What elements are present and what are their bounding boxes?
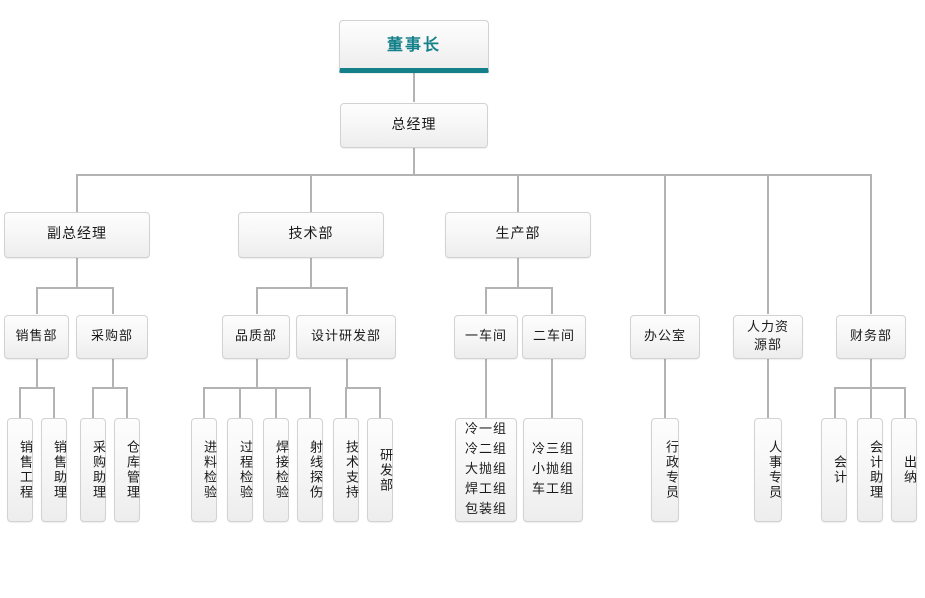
connector-design-rd-dept-down: [346, 359, 348, 388]
connector-chairman-gm: [413, 73, 415, 102]
group-label: 小抛组: [531, 461, 574, 477]
node-hr-dept-label-line1: 人力资: [746, 320, 789, 336]
node-accountant[interactable]: 会计: [821, 418, 847, 522]
connector-quality-dept-down: [256, 359, 258, 388]
connector-purchasing-dept-down: [112, 359, 114, 388]
connector-workshop-1-down: [485, 359, 487, 418]
node-workshop-2[interactable]: 二车间: [522, 315, 586, 359]
connector-deputy-gm-bus: [36, 287, 114, 289]
node-sales-assistant[interactable]: 销售助理: [41, 418, 67, 522]
connector-drop-purchasing-assistant: [92, 387, 94, 418]
group-label: 车工组: [531, 482, 574, 498]
connector-tech-dept-down: [310, 258, 312, 288]
node-chairman[interactable]: 董事长: [339, 20, 489, 73]
group-label: 大抛组: [464, 461, 507, 477]
connector-sales-dept-down: [36, 359, 38, 388]
connector-drop-rd-section: [379, 387, 381, 418]
group-label: 冷三组: [531, 441, 574, 457]
node-production-dept[interactable]: 生产部: [445, 212, 591, 258]
node-accounting-assistant[interactable]: 会计助理: [857, 418, 883, 522]
connector-office-down: [664, 359, 666, 418]
node-sales-dept[interactable]: 销售部: [4, 315, 69, 359]
node-sales-engineer[interactable]: 销售工程: [7, 418, 33, 522]
connector-drop-incoming-inspection: [203, 387, 205, 418]
connector-drop-deputy-gm: [76, 174, 78, 212]
node-welding-inspection[interactable]: 焊接检验: [263, 418, 289, 522]
connector-finance-dept-down: [870, 359, 872, 388]
connector-drop-workshop-1: [485, 287, 487, 314]
node-hr-dept[interactable]: 人力资 源部: [733, 315, 803, 359]
connector-drop-tech-support: [345, 387, 347, 418]
connector-production-dept-bus: [485, 287, 553, 289]
connector-purchasing-dept-bus: [92, 387, 128, 389]
node-tech-dept[interactable]: 技术部: [238, 212, 384, 258]
node-office[interactable]: 办公室: [630, 315, 700, 359]
connector-drop-radiographic-testing: [309, 387, 311, 418]
connector-drop-welding-inspection: [275, 387, 277, 418]
node-purchasing-dept[interactable]: 采购部: [76, 315, 148, 359]
connector-drop-accounting-assistant: [870, 387, 872, 418]
connector-drop-office: [664, 174, 666, 314]
connector-drop-purchasing-dept: [112, 287, 114, 314]
node-rd-section[interactable]: 研发部: [367, 418, 393, 522]
connector-drop-tech-dept: [310, 174, 312, 212]
connector-drop-finance-dept: [870, 174, 872, 314]
connector-drop-cashier: [904, 387, 906, 418]
node-warehouse-management[interactable]: 仓库管理: [114, 418, 140, 522]
node-deputy-gm[interactable]: 副总经理: [4, 212, 150, 258]
connector-drop-warehouse-management: [126, 387, 128, 418]
connector-deputy-gm-down: [76, 258, 78, 288]
group-label: 冷二组: [464, 441, 507, 457]
group-label: 焊工组: [464, 482, 507, 498]
connector-workshop-2-down: [551, 359, 553, 418]
connector-hr-dept-down: [767, 359, 769, 418]
group-label: 包装组: [464, 502, 507, 518]
node-general-manager[interactable]: 总经理: [340, 103, 488, 148]
node-incoming-inspection[interactable]: 进料检验: [191, 418, 217, 522]
node-purchasing-assistant[interactable]: 采购助理: [80, 418, 106, 522]
connector-sales-dept-bus: [19, 387, 55, 389]
node-workshop-1-groups[interactable]: 冷一组冷二组大抛组焊工组包装组: [455, 418, 517, 522]
connector-main-bus: [76, 174, 872, 176]
node-workshop-2-groups[interactable]: 冷三组小抛组车工组: [523, 418, 583, 522]
connector-drop-accountant: [834, 387, 836, 418]
connector-drop-quality-dept: [256, 287, 258, 314]
node-tech-support[interactable]: 技术支持: [333, 418, 359, 522]
connector-drop-production-dept: [517, 174, 519, 212]
connector-design-rd-dept-bus: [345, 387, 381, 389]
node-admin-specialist[interactable]: 行政专员: [651, 418, 679, 522]
connector-drop-sales-engineer: [19, 387, 21, 418]
node-workshop-1[interactable]: 一车间: [454, 315, 518, 359]
connector-gm-down: [413, 148, 415, 175]
connector-drop-sales-assistant: [53, 387, 55, 418]
connector-drop-design-rd-dept: [346, 287, 348, 314]
node-design-rd-dept[interactable]: 设计研发部: [296, 315, 396, 359]
node-process-inspection[interactable]: 过程检验: [227, 418, 253, 522]
node-hr-dept-label-line2: 源部: [753, 338, 782, 353]
connector-tech-dept-bus: [256, 287, 348, 289]
connector-production-dept-down: [517, 258, 519, 288]
connector-drop-process-inspection: [239, 387, 241, 418]
connector-drop-hr-dept: [767, 174, 769, 314]
node-finance-dept[interactable]: 财务部: [836, 315, 906, 359]
connector-drop-workshop-2: [551, 287, 553, 314]
node-cashier[interactable]: 出纳: [891, 418, 917, 522]
node-radiographic-testing[interactable]: 射线探伤: [297, 418, 323, 522]
node-hr-specialist[interactable]: 人事专员: [754, 418, 782, 522]
connector-quality-dept-bus: [203, 387, 311, 389]
connector-drop-sales-dept: [36, 287, 38, 314]
node-quality-dept[interactable]: 品质部: [222, 315, 290, 359]
group-label: 冷一组: [464, 421, 507, 437]
